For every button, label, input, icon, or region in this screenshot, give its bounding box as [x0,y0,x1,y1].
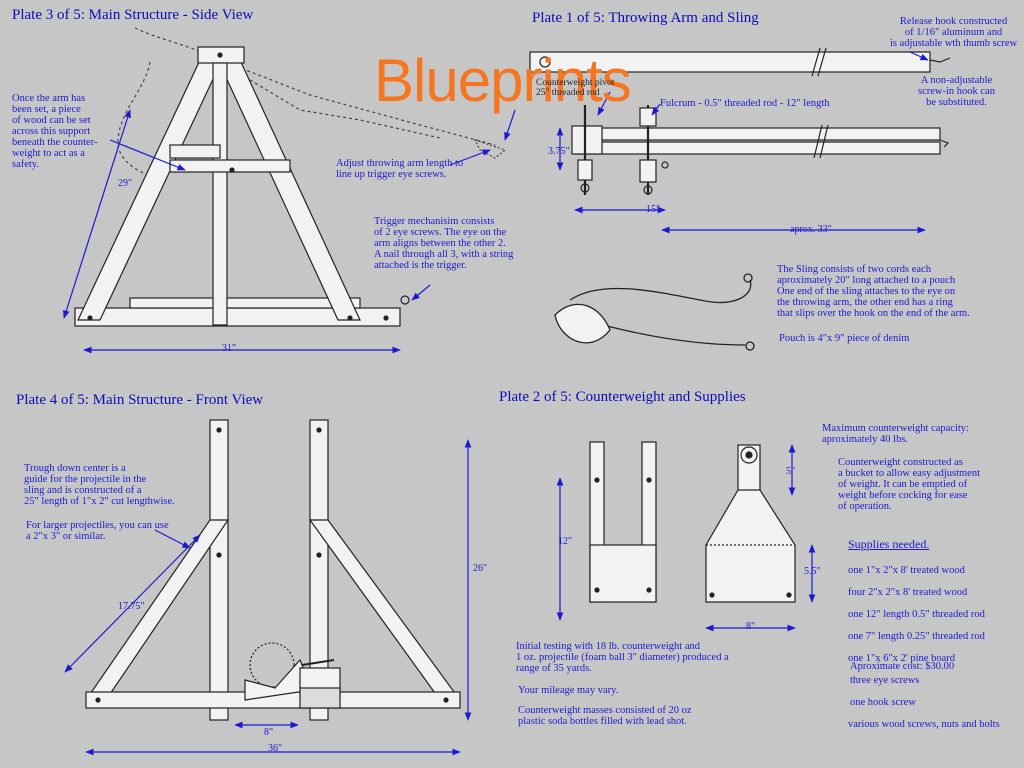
plate3-note-trigger: Trigger mechanisim consists of 2 eye scr… [374,216,514,272]
plate1-note-hook: A non-adjustable screw-in hook can be su… [918,75,995,109]
plate1-heading: Plate 1 of 5: Throwing Arm and Sling [532,10,759,26]
plate3-heading: Plate 3 of 5: Main Structure - Side View [12,7,254,23]
plate3-dim-side: 29" [118,178,133,189]
plate1-note-release: Release hook constructed of 1/16" alumin… [890,16,1018,50]
plate4-dim-diag: 17.75" [118,601,145,612]
plate2-note-testing: Initial testing with 18 lb. counterweigh… [516,641,729,675]
plate2-heading: Plate 2 of 5: Counterweight and Supplies [499,389,746,405]
plate4-dim-base: 36" [268,743,283,754]
supplies-item: one 12" length 0.5" threaded rod [848,609,985,621]
plate1-note-fulcrum: Fulcrum - 0.5" threaded rod - 12" length [660,98,830,109]
supplies-item: three eye screws [850,675,920,687]
plate2-note-bucket: Counterweight constructed as a bucket to… [838,457,981,513]
supplies-item: one 7" length 0.25" threaded rod [848,631,985,643]
counterweight-front [705,444,796,603]
plate2-dim-top: 5" [786,466,796,477]
plate1-dim-height: 3.75" [548,146,570,157]
supplies-item: one hook screw [850,697,916,709]
supplies-item: various wood screws, nuts and bolts [848,719,1000,731]
supplies-item: four 2"x 2"x 8' treated wood [848,587,968,599]
plate2-dim-height: 12" [558,536,573,547]
plate4-note-larger: For larger projectiles, you can use a 2"… [26,520,169,543]
slide-title: Blueprints [374,47,632,114]
supplies-item: one 1"x 2"x 8' treated wood [848,565,965,577]
plate2-note-mileage: Your mileage may vary. [518,685,619,696]
plate3-dim-base: 31" [222,343,237,354]
supplies-cost: Aproximate cost: $30.00 [850,661,955,672]
plate1-note-counterweight: Counterweight pivot 25" threaded rod [536,78,615,98]
plate2-dim-side: 5.5" [804,566,821,577]
supplies-list: one 1"x 2"x 8' treated wood four 2"x 2"x… [848,554,1000,741]
plate2-dim-width: 8" [746,621,756,632]
plate4-dim-center: 8" [264,727,274,738]
plate4-dim-height: 26" [473,563,488,574]
sling [554,273,755,351]
plate2-note-masses: Counterweight masses consisted of 20 oz … [518,705,692,728]
plate1-dim-long: aprox. 33" [790,224,832,235]
plate4-heading: Plate 4 of 5: Main Structure - Front Vie… [16,392,264,408]
plate1-note-pouch: Pouch is 4"x 9" piece of denim [779,333,910,344]
plate4-note-trough: Trough down center is a guide for the pr… [24,463,175,508]
throwing-arm [529,47,951,195]
plate3-note-arm: Once the arm has been set, a piece of wo… [12,93,98,171]
supplies-heading: Supplies needed. [848,537,930,551]
counterweight-side [589,441,657,603]
supplies-item: one 1"x 6"x 2' pine board [848,653,955,665]
plate2-note-capacity: Maximum counterweight capacity: aproxima… [822,423,969,446]
plate3-note-adjust: Adjust throwing arm length to line up tr… [336,158,464,181]
plate1-note-sling: The Sling consists of two cords each apr… [777,264,970,320]
plate1-dim-short: 15" [646,204,661,215]
